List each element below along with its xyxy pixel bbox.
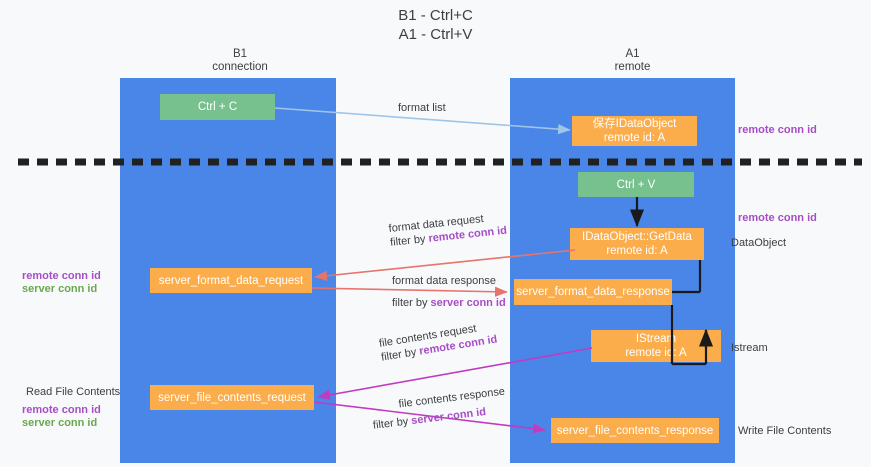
annotation-right-dataobject: DataObject: [731, 237, 787, 249]
key-server-conn-id: server conn id: [410, 405, 487, 428]
lane-header-b1: B1 connection: [145, 48, 335, 74]
lane-header-a1-title: A1: [625, 48, 640, 60]
node-ctrl-c[interactable]: Ctrl + C: [160, 94, 275, 120]
annotation-left-remote-conn-id-mid: remote conn id: [22, 270, 101, 282]
lane-header-b1-subtitle: connection: [212, 61, 268, 73]
filter-by-prefix: filter by: [392, 297, 431, 309]
node-istream-remote-id: remote id: A: [625, 347, 687, 359]
node-ctrl-v[interactable]: Ctrl + V: [578, 172, 694, 197]
node-server-format-data-response[interactable]: server_format_data_response: [514, 279, 672, 305]
annotation-right-remote-conn-id-mid: remote conn id: [738, 212, 817, 224]
edge-label-file-contents-request: file contents request filter by remote c…: [378, 319, 498, 365]
key-server-conn-id: server conn id: [430, 297, 506, 309]
annotation-left-read-file-contents: Read File Contents: [26, 386, 121, 398]
node-istream-label: IStream: [635, 333, 677, 345]
edge-label-format-data-response-line1: format data response: [392, 275, 496, 287]
node-ctrl-c-label: Ctrl + C: [197, 101, 238, 113]
edge-label-format-data-request: format data request filter by remote con…: [388, 210, 508, 250]
page-title: B1 - Ctrl+C A1 - Ctrl+V: [0, 6, 871, 44]
node-server-format-data-request[interactable]: server_format_data_request: [150, 268, 312, 293]
annotation-right-istream: Istream: [731, 342, 768, 354]
node-server-format-data-request-label: server_format_data_request: [158, 274, 304, 287]
node-idataobject-top-remote-id: remote id: A: [603, 132, 666, 144]
annotation-left-server-conn-id-mid: server conn id: [22, 283, 98, 295]
node-server-file-contents-request[interactable]: server_file_contents_request: [150, 385, 314, 410]
edge-label-file-contents-response: file contents response filter by server …: [370, 385, 508, 433]
node-ctrl-v-label: Ctrl + V: [616, 178, 656, 191]
edge-label-format-data-response: format data response filter by server co…: [392, 274, 506, 310]
node-server-file-contents-response[interactable]: server_file_contents_response: [551, 418, 719, 443]
edge-label-format-list: format list: [398, 102, 446, 114]
edge-label-format-data-response-line2: filter by server conn id: [392, 296, 506, 310]
lane-header-b1-title: B1: [232, 48, 248, 60]
lane-header-a1: A1 remote: [530, 48, 735, 74]
annotation-left-remote-conn-id-bottom: remote conn id: [22, 404, 101, 416]
filter-by-prefix: filter by: [389, 232, 430, 249]
node-getdata[interactable]: IDataObject::GetData remote id: A: [570, 228, 704, 260]
node-getdata-label: IDataObject::GetData: [582, 231, 692, 243]
page-title-line-2: A1 - Ctrl+V: [398, 26, 473, 43]
annotation-right-remote-conn-id-top: remote conn id: [738, 124, 817, 136]
filter-by-prefix: filter by: [372, 415, 413, 432]
lane-header-a1-subtitle: remote: [614, 61, 651, 73]
node-getdata-remote-id: remote id: A: [606, 245, 668, 257]
node-idataobject-top[interactable]: 保存IDataObject remote id: A: [572, 116, 697, 146]
node-istream[interactable]: IStream remote id: A: [591, 330, 721, 362]
node-server-file-contents-response-label: server_file_contents_response: [556, 424, 714, 437]
node-idataobject-top-label: 保存IDataObject: [592, 118, 677, 130]
page-title-line-1: B1 - Ctrl+C: [398, 7, 473, 24]
annotation-left-server-conn-id-bottom: server conn id: [22, 417, 98, 429]
annotation-right-write-file-contents: Write File Contents: [738, 425, 832, 437]
node-server-format-data-response-label: server_format_data_response: [516, 286, 670, 298]
edge-label-file-contents-response-line2: filter by server conn id: [372, 402, 508, 432]
node-server-file-contents-request-label: server_file_contents_request: [158, 391, 306, 404]
